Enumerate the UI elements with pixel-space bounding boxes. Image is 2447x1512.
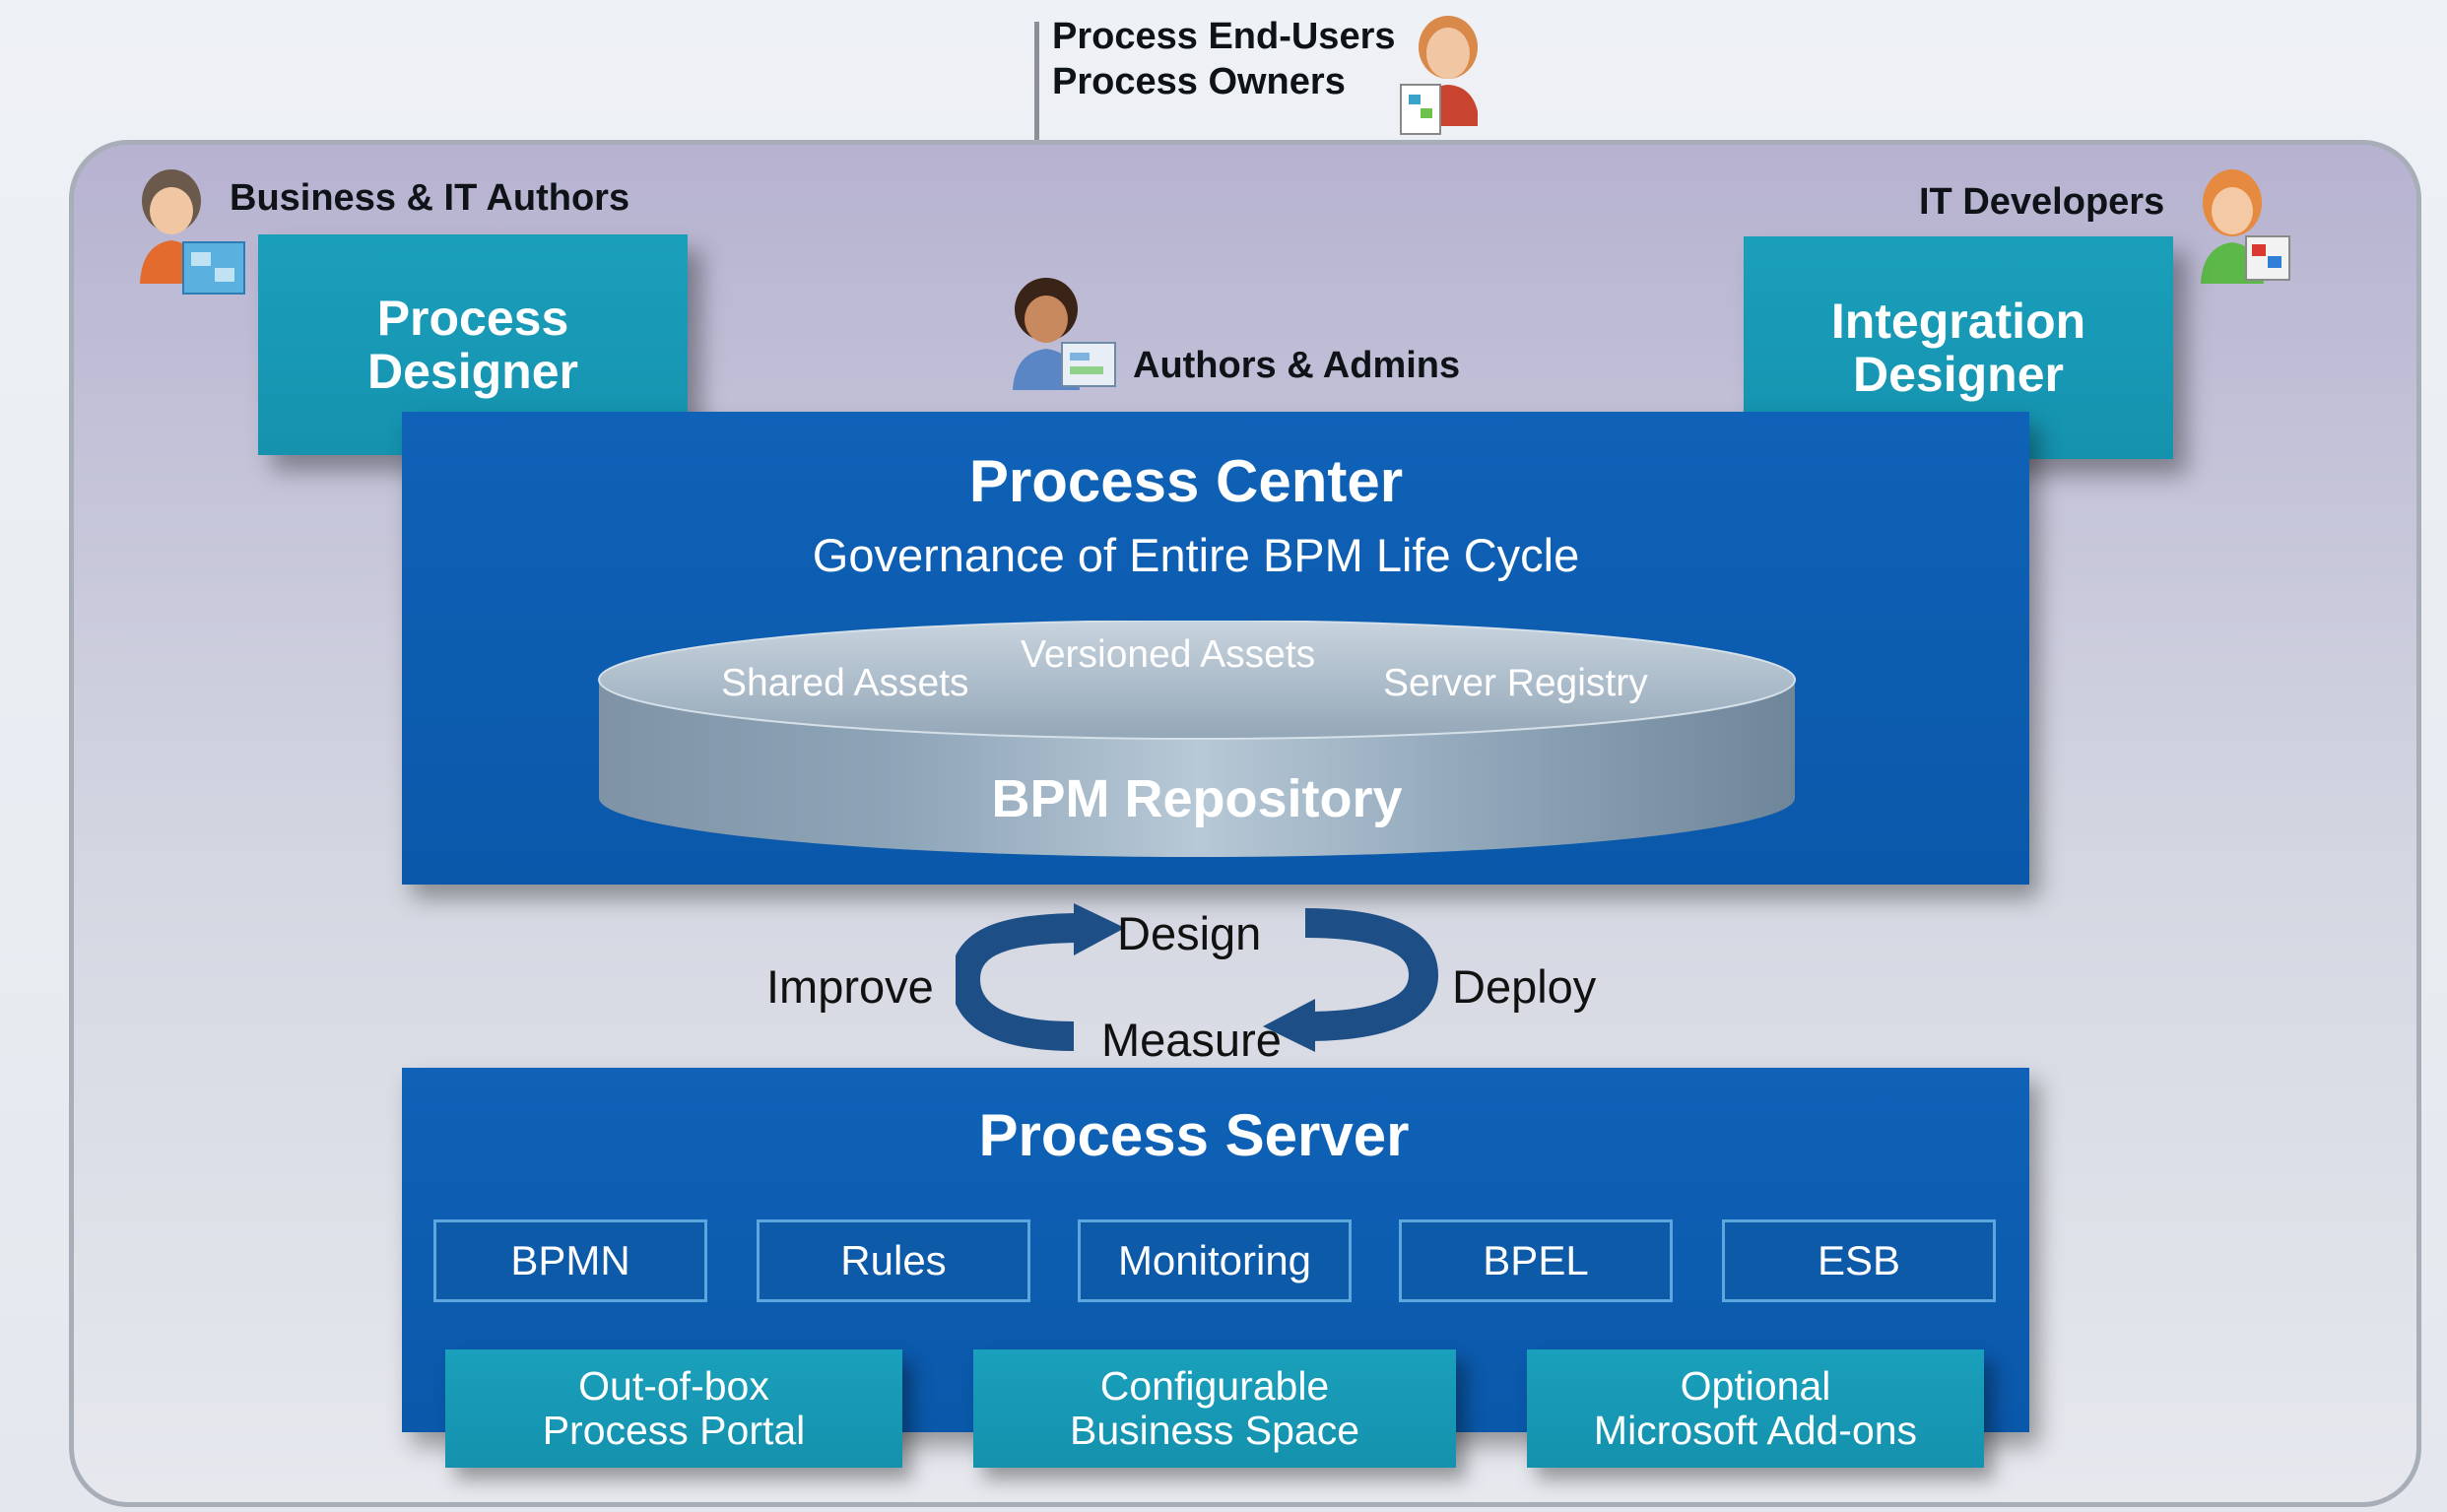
business-it-authors-label: Business & IT Authors [230,177,630,219]
process-center-subtitle: Governance of Entire BPM Life Cycle [812,529,1580,581]
capability-bpmn: BPMN [433,1219,707,1302]
integration-designer-line1: Integration [1830,294,2086,349]
bpm-repository-label: BPM Repository [991,769,1403,828]
improve-label: Improve [766,960,934,1013]
integration-designer-box: Integration Designer [1744,236,2173,459]
authors-admins-label: Authors & Admins [1133,345,1461,386]
author-admin-person-icon [1013,278,1116,390]
capability-monitoring: Monitoring [1078,1219,1352,1302]
top-connector-line [1034,22,1039,140]
integration-designer-line2: Designer [1853,347,2064,402]
business-space-line2: Business Space [1069,1408,1359,1453]
capability-rules: Rules [757,1219,1030,1302]
process-designer-line1: Process [376,291,569,346]
end-user-person-icon [1400,16,1478,135]
business-author-person-icon [140,169,245,295]
server-registry-label: Server Registry [1383,662,1648,704]
lifecycle-cycle-arrows [956,903,1438,1052]
business-space-line1: Configurable [1099,1363,1330,1409]
microsoft-addons-line1: Optional [1680,1363,1831,1409]
process-portal-box: Out-of-box Process Portal [445,1349,902,1468]
process-owners-label: Process Owners [1052,61,1346,102]
process-end-users-label: Process End-Users [1052,16,1396,57]
process-portal-line1: Out-of-box [578,1363,769,1409]
versioned-assets-label: Versioned Assets [1021,633,1316,676]
measure-label: Measure [1101,1014,1282,1066]
process-designer-line2: Designer [367,344,578,399]
shared-assets-label: Shared Assets [721,662,969,704]
microsoft-addons-line2: Microsoft Add-ons [1593,1408,1918,1453]
bpm-repository-cylinder [598,621,1796,857]
design-label: Design [1117,907,1262,959]
it-developers-label: IT Developers [1919,181,2165,223]
it-developer-person-icon [2201,169,2290,284]
capability-bpel: BPEL [1399,1219,1673,1302]
process-server-title: Process Server [978,1102,1410,1168]
process-center-title: Process Center [968,448,1404,514]
deploy-label: Deploy [1452,960,1597,1013]
process-portal-line2: Process Portal [542,1408,806,1453]
business-space-box: Configurable Business Space [973,1349,1456,1468]
capability-esb: ESB [1722,1219,1996,1302]
microsoft-addons-box: Optional Microsoft Add-ons [1527,1349,1984,1468]
